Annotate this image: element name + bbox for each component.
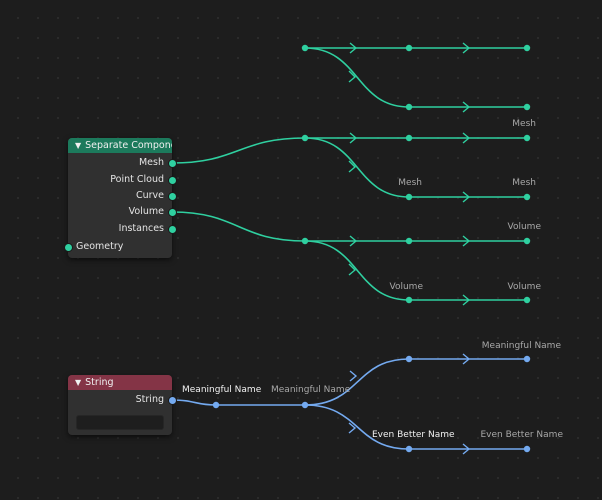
wire-string-a[interactable] bbox=[304, 358, 527, 406]
node-title: Separate Compone... bbox=[85, 140, 172, 151]
output-label-instances: Instances bbox=[118, 223, 164, 234]
wire-r1-b[interactable] bbox=[304, 47, 527, 108]
reroute-label-mesh-top: Mesh bbox=[512, 119, 536, 129]
reroute-label-better-1: Even Better Name bbox=[372, 430, 455, 440]
output-socket-string[interactable] bbox=[168, 396, 177, 405]
wire-mesh-b[interactable] bbox=[304, 137, 527, 198]
chevron-down-icon[interactable]: ▼ bbox=[75, 378, 82, 387]
output-socket-volume[interactable] bbox=[168, 208, 177, 217]
string-node[interactable]: ▼String bbox=[68, 375, 172, 435]
reroute-label-mesh-mid: Mesh bbox=[398, 178, 422, 188]
node-header[interactable]: ▼String bbox=[68, 375, 172, 390]
output-label-volume: Volume bbox=[128, 206, 164, 217]
output-label-point-cloud: Point Cloud bbox=[110, 174, 164, 185]
input-socket-geometry[interactable] bbox=[64, 243, 73, 252]
string-value-input[interactable] bbox=[76, 415, 164, 430]
reroute-label-volume-top: Volume bbox=[507, 222, 541, 232]
input-label-geometry: Geometry bbox=[76, 241, 124, 252]
reroute-label-meaningful-1: Meaningful Name bbox=[182, 385, 262, 395]
separate-components-node[interactable]: ▼Separate Compone... bbox=[68, 138, 172, 258]
wire-arrow-icons bbox=[348, 42, 471, 455]
reroute-label-meaningful-3: Meaningful Name bbox=[481, 341, 561, 351]
output-label-mesh: Mesh bbox=[138, 157, 164, 168]
wire-mesh[interactable] bbox=[171, 137, 306, 164]
output-socket-curve[interactable] bbox=[168, 192, 177, 201]
output-label-curve: Curve bbox=[135, 190, 164, 201]
reroute-label-mesh-right: Mesh bbox=[512, 178, 536, 188]
wire-string[interactable] bbox=[171, 399, 305, 406]
reroute-label-volume-mid: Volume bbox=[389, 282, 423, 292]
node-header[interactable]: ▼Separate Compone... bbox=[68, 138, 172, 153]
wire-volume[interactable] bbox=[171, 211, 306, 242]
reroute-label-meaningful-2: Meaningful Name bbox=[271, 385, 351, 395]
node-title: String bbox=[85, 377, 114, 388]
output-socket-mesh[interactable] bbox=[168, 159, 177, 168]
chevron-down-icon[interactable]: ▼ bbox=[75, 141, 82, 150]
wire-string-b[interactable] bbox=[304, 404, 527, 450]
output-socket-point-cloud[interactable] bbox=[168, 176, 177, 185]
output-label-string: String bbox=[135, 394, 164, 405]
reroute-label-better-2: Even Better Name bbox=[480, 430, 563, 440]
reroute-label-volume-right: Volume bbox=[507, 282, 541, 292]
wire-volume-b[interactable] bbox=[304, 240, 527, 301]
reroute-dots bbox=[212, 44, 531, 453]
output-socket-instances[interactable] bbox=[168, 225, 177, 234]
